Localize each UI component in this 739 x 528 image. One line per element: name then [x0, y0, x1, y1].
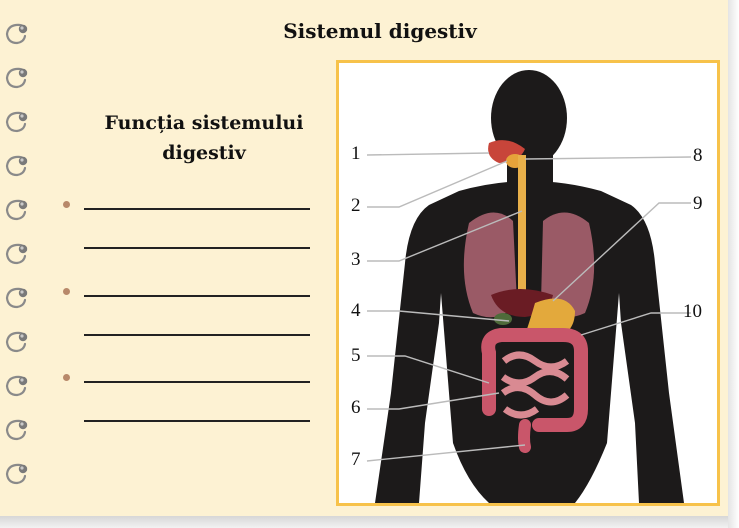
- label-8: 8: [693, 145, 703, 167]
- rectum: [524, 425, 525, 447]
- spiral-ring-icon: [2, 196, 30, 224]
- answer-line-3a[interactable]: [84, 381, 310, 383]
- spiral-ring-icon: [2, 416, 30, 444]
- answer-line-1b[interactable]: [84, 247, 310, 249]
- page-shadow-right: [728, 0, 739, 528]
- bullet-1: [63, 201, 70, 208]
- digestive-system-figure: 1 2 3 4 5 6 7 8 9 10: [336, 60, 720, 506]
- body-illustration: [339, 63, 717, 503]
- label-5: 5: [351, 345, 361, 367]
- bullet-2: [63, 288, 70, 295]
- label-10: 10: [683, 301, 702, 323]
- function-heading: Funcția sistemului digestiv: [64, 108, 344, 168]
- spiral-ring-icon: [2, 240, 30, 268]
- label-6: 6: [351, 397, 361, 419]
- spiral-ring-icon: [2, 284, 30, 312]
- page-shadow-bottom: [0, 516, 739, 528]
- spiral-ring-icon: [2, 372, 30, 400]
- spiral-ring-icon: [2, 152, 30, 180]
- answer-line-3b[interactable]: [84, 420, 310, 422]
- bullet-3: [63, 374, 70, 381]
- answer-line-2b[interactable]: [84, 334, 310, 336]
- page-title: Sistemul digestiv: [240, 19, 520, 43]
- notebook-page: Sistemul digestiv Funcția sistemului dig…: [0, 0, 728, 516]
- spiral-ring-icon: [2, 64, 30, 92]
- answer-line-2a[interactable]: [84, 295, 310, 297]
- label-3: 3: [351, 249, 361, 271]
- spiral-ring-icon: [2, 328, 30, 356]
- spiral-ring-icon: [2, 20, 30, 48]
- label-9: 9: [693, 193, 703, 215]
- answer-line-1a[interactable]: [84, 208, 310, 210]
- gallbladder: [494, 313, 512, 325]
- label-7: 7: [351, 449, 361, 471]
- label-1: 1: [351, 143, 361, 165]
- spiral-ring-icon: [2, 108, 30, 136]
- label-2: 2: [351, 195, 361, 217]
- label-4: 4: [351, 300, 361, 322]
- spiral-ring-icon: [2, 460, 30, 488]
